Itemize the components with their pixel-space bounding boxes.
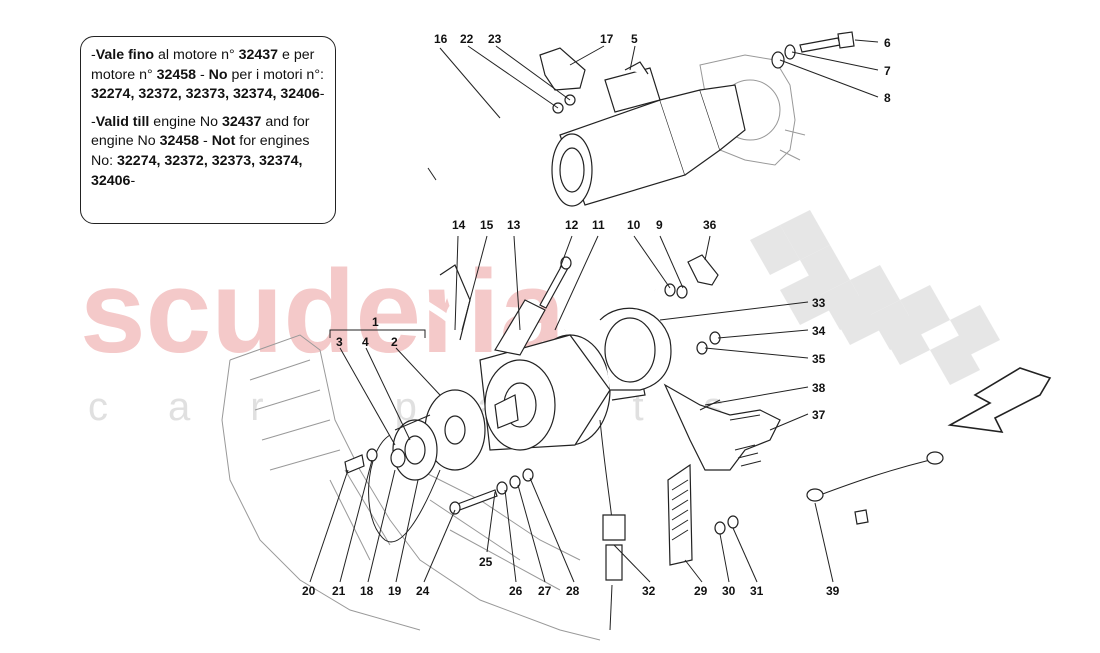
callout-25: 25 [479, 555, 493, 569]
bolt-20-21 [344, 448, 406, 474]
callout-6: 6 [884, 36, 891, 50]
rubber-boot-17 [539, 47, 586, 91]
direction-arrow [947, 367, 1052, 433]
callout-39: 39 [826, 584, 840, 598]
note-it-text: per i motori n°: [227, 66, 324, 83]
callout-4: 4 [362, 335, 369, 349]
callout-12: 12 [565, 218, 579, 232]
note-it-text: al motore n° [154, 47, 239, 63]
note-en-bold: 32437 [221, 113, 262, 130]
note-it-bold: No [208, 66, 228, 83]
note-en-bold: 32458 [159, 133, 200, 150]
callout-11: 11 [592, 218, 605, 232]
boot-36 [687, 254, 719, 286]
note-en-text: for engines No: [91, 133, 310, 169]
callout-33: 33 [812, 296, 826, 310]
note-it-bold: Vale fino [95, 47, 155, 63]
callout-32: 32 [642, 584, 656, 598]
note-en-bold: Valid till [95, 113, 150, 130]
applicability-note: -Vale fino al motore n° 32437 e per moto… [80, 36, 336, 224]
callout-27: 27 [538, 584, 552, 598]
air-duct [599, 307, 781, 471]
leader-lines [309, 39, 879, 583]
callout-2: 2 [391, 335, 398, 349]
pulley-assembly [392, 389, 519, 481]
note-english: -Valid till engine No 32437 and for engi… [91, 113, 327, 191]
callout-23: 23 [488, 32, 502, 46]
callout-20: 20 [302, 584, 316, 598]
callout-31: 31 [750, 584, 764, 598]
note-it-bold: 32437 [238, 47, 279, 63]
callout-17: 17 [600, 32, 614, 46]
callout-10: 10 [627, 218, 641, 232]
note-en-text: engine No [149, 113, 222, 130]
callout-28: 28 [566, 584, 580, 598]
note-it-bold: 32274, 32372, 32373, 32374, 32406 [91, 86, 320, 103]
note-italian: -Vale fino al motore n° 32437 e per moto… [91, 46, 327, 105]
callout-7: 7 [884, 64, 891, 78]
watermark-checker [750, 210, 1000, 385]
group-bracket: 1 [329, 315, 426, 338]
watermark-brand: scuderia [80, 246, 567, 378]
filter-29 [667, 463, 693, 566]
note-it-text: - [196, 66, 209, 83]
bolt-24 [449, 468, 534, 515]
callout-35: 35 [812, 352, 826, 366]
callout-19: 19 [388, 584, 402, 598]
callout-5: 5 [631, 32, 638, 46]
cable-11 [563, 287, 656, 332]
callout-38: 38 [812, 381, 826, 395]
callout-34: 34 [812, 324, 826, 338]
cable-16 [388, 101, 561, 328]
callout-37: 37 [812, 408, 826, 422]
callout-8: 8 [884, 91, 891, 105]
callout-22: 22 [460, 32, 474, 46]
note-it-bold: 32458 [156, 66, 197, 83]
group-label: 1 [372, 315, 379, 329]
callout-29: 29 [694, 584, 708, 598]
note-en-bold: Not [211, 133, 236, 150]
note-en-text: - [199, 133, 212, 150]
callout-numbers: 16 22 23 17 5 6 7 8 14 15 13 12 11 10 9 … [302, 32, 891, 598]
callout-36: 36 [703, 218, 717, 232]
callout-26: 26 [509, 584, 523, 598]
note-en-text: - [91, 113, 96, 130]
starter-motor [551, 61, 746, 207]
note-it-text: - [91, 47, 96, 63]
note-it-text: - [319, 86, 325, 103]
callout-3: 3 [336, 335, 343, 349]
note-en-bold: 32274, 32372, 32373, 32374, 32406 [91, 152, 303, 189]
callout-13: 13 [507, 218, 521, 232]
note-en-text: and for engine No [91, 113, 310, 150]
ground-strap-39 [806, 451, 944, 525]
callout-21: 21 [332, 584, 346, 598]
nuts-30-31 [714, 515, 739, 535]
callout-24: 24 [416, 584, 430, 598]
callout-18: 18 [360, 584, 374, 598]
nuts-22-23 [552, 94, 576, 114]
engine-block [221, 334, 601, 641]
callout-16: 16 [434, 32, 448, 46]
screw-34 [696, 331, 721, 355]
callout-14: 14 [452, 218, 466, 232]
note-it-text: e per motore n° [91, 47, 315, 83]
callout-30: 30 [722, 584, 736, 598]
cable-32 [599, 419, 626, 631]
note-en-text: - [130, 172, 136, 189]
callout-15: 15 [480, 218, 494, 232]
bolt-6 [771, 31, 855, 69]
callout-9: 9 [656, 218, 663, 232]
